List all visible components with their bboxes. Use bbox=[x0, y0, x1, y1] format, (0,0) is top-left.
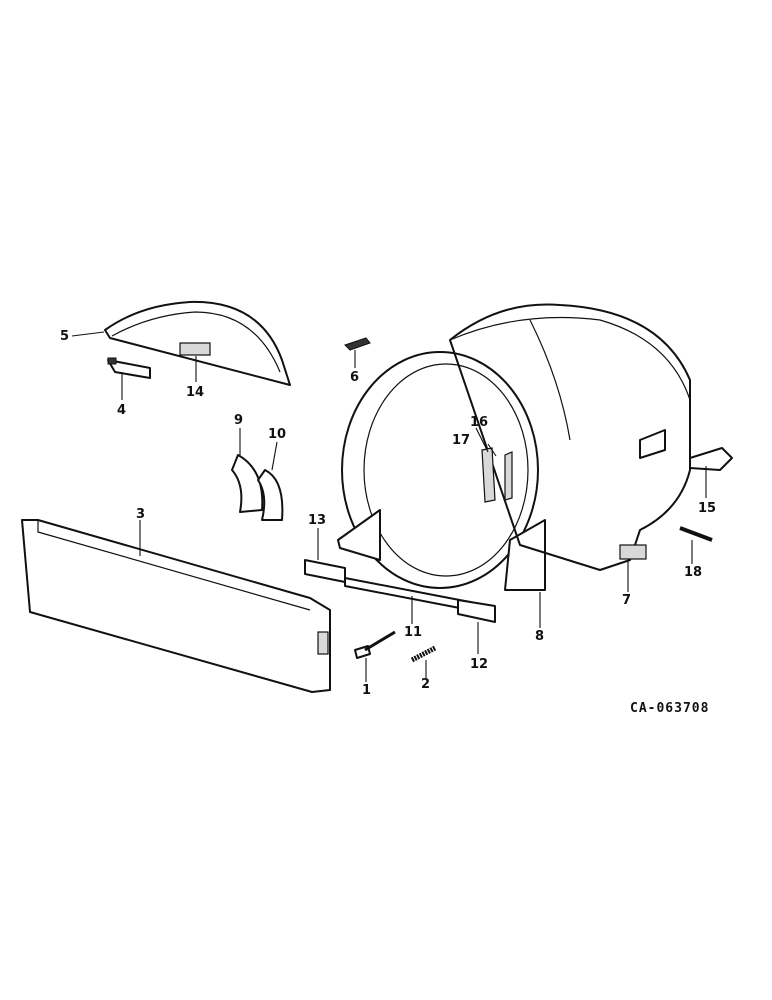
callout-13: 13 bbox=[308, 513, 326, 528]
part-4-bracket bbox=[107, 357, 151, 379]
callout-18: 18 bbox=[684, 565, 702, 580]
part-7-rear-drum bbox=[449, 303, 691, 571]
part-5-semicircular-cover bbox=[104, 300, 291, 386]
callout-7: 7 bbox=[622, 593, 631, 608]
callout-8: 8 bbox=[535, 629, 544, 644]
callout-2: 2 bbox=[421, 677, 430, 692]
callout-10: 10 bbox=[268, 427, 286, 442]
part-18-pin bbox=[679, 526, 713, 542]
part-12-bracket bbox=[457, 599, 496, 623]
part-10-liner bbox=[257, 469, 284, 521]
part-13-bracket bbox=[304, 559, 346, 583]
part-16-strip bbox=[504, 451, 513, 501]
callout-6: 6 bbox=[350, 370, 359, 385]
callout-1: 1 bbox=[362, 683, 371, 698]
callout-11: 11 bbox=[404, 625, 422, 640]
part-1-bolt bbox=[354, 630, 396, 659]
callout-5: 5 bbox=[60, 329, 69, 344]
callout-17: 17 bbox=[452, 433, 470, 448]
part-9-liner bbox=[231, 454, 264, 513]
callout-15: 15 bbox=[698, 501, 716, 516]
callout-9: 9 bbox=[234, 413, 243, 428]
part-2-spring bbox=[410, 645, 437, 663]
leader-lines bbox=[71, 331, 707, 682]
callout-3: 3 bbox=[136, 507, 145, 522]
callout-4: 4 bbox=[117, 403, 126, 418]
callout-16: 16 bbox=[470, 415, 488, 430]
callout-14: 14 bbox=[186, 385, 204, 400]
part-3-side-panel bbox=[21, 519, 331, 693]
part-17-strip bbox=[481, 447, 496, 503]
part-15-angle-plate bbox=[689, 447, 733, 471]
reference-code: CA-063708 bbox=[630, 701, 709, 716]
part-6-clip bbox=[344, 337, 371, 351]
callout-labels: 1 2 3 4 5 6 7 8 9 10 11 12 13 14 15 16 1… bbox=[60, 329, 716, 698]
part-8-front-housing bbox=[337, 351, 546, 591]
callout-12: 12 bbox=[470, 657, 488, 672]
